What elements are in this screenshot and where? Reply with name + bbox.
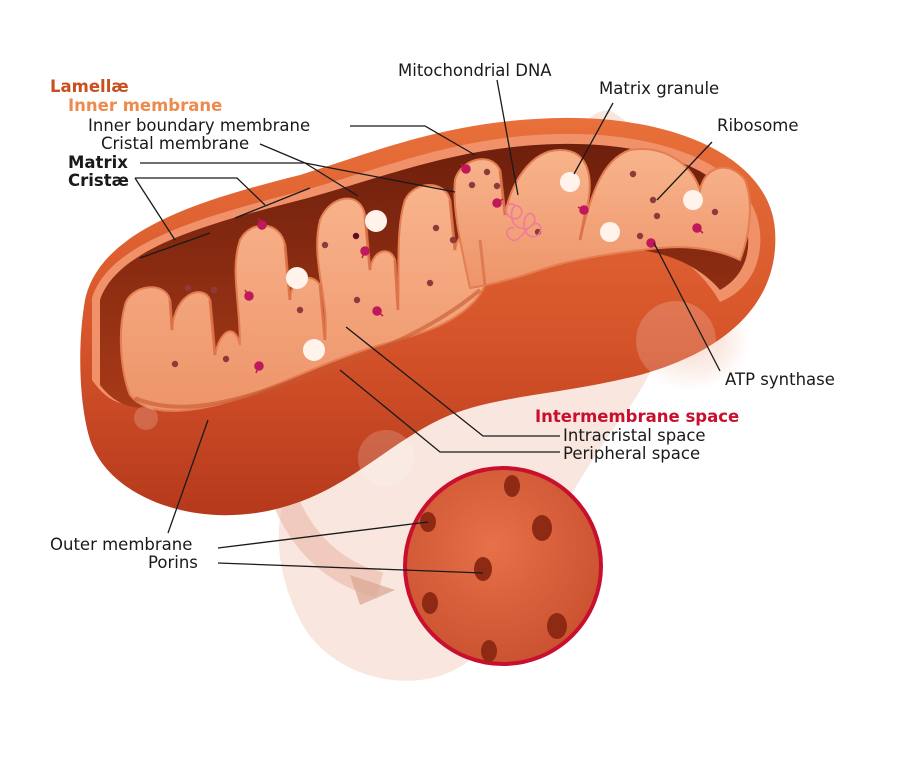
label-mitochondrial-dna: Mitochondrial DNA <box>398 61 552 80</box>
porins-holes <box>420 475 567 662</box>
label-peripheral-space: Peripheral space <box>563 444 700 463</box>
label-intracristal-space: Intracristal space <box>563 426 706 445</box>
highlights <box>134 301 716 486</box>
label-cristal-membrane: Cristal membrane <box>101 134 249 153</box>
label-lamellae: Lamellæ <box>50 77 129 96</box>
ribosomes <box>171 168 719 368</box>
label-ribosome: Ribosome <box>717 116 799 135</box>
mitochondrial-dna-strand <box>505 203 542 242</box>
outer-membrane-zoom-circle <box>403 466 603 666</box>
label-porins: Porins <box>148 553 198 572</box>
label-outer-membrane: Outer membrane <box>50 535 192 554</box>
label-inner-boundary-membrane: Inner boundary membrane <box>88 116 310 135</box>
matrix-granules <box>286 172 703 361</box>
label-intermembrane-space: Intermembrane space <box>535 407 739 426</box>
label-matrix-granule: Matrix granule <box>599 79 719 98</box>
leader-lines <box>134 79 721 574</box>
label-inner-membrane: Inner membrane <box>68 96 222 115</box>
cristae-folds <box>119 148 751 412</box>
label-matrix: Matrix <box>68 153 128 172</box>
atp-synthases <box>244 163 704 374</box>
label-cristae: Cristæ <box>68 171 129 190</box>
label-atp-synthase: ATP synthase <box>725 370 835 389</box>
